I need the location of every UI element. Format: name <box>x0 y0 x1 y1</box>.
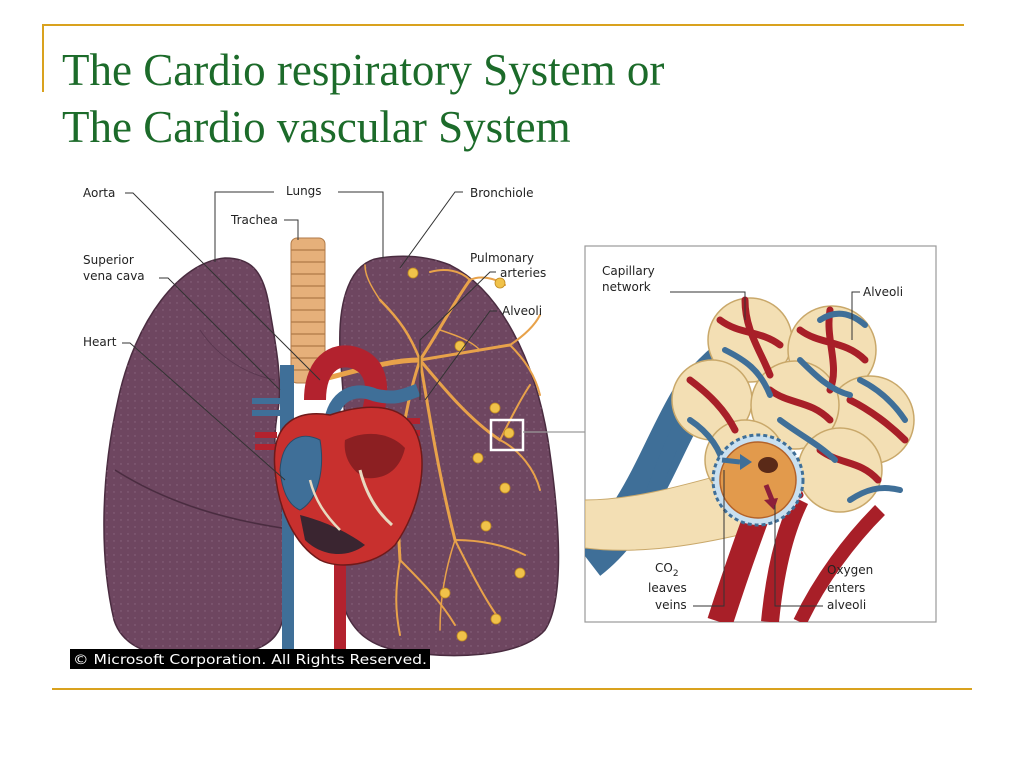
slide-title: The Cardio respiratory System or The Car… <box>62 42 664 156</box>
bottom-rule <box>52 688 972 690</box>
heart <box>273 406 423 566</box>
label-oxygen: Oxygen <box>827 563 873 577</box>
left-accent-rule <box>42 24 44 92</box>
label-superior-vena-cava-1: Superior <box>83 253 134 267</box>
label-co2-leaves: leaves <box>648 581 687 595</box>
label-co2-subscript: 2 <box>673 569 679 579</box>
copyright-text: © Microsoft Corporation. All Rights Rese… <box>73 653 427 668</box>
alveoli-clusters <box>407 267 526 642</box>
label-co2-main: CO <box>655 561 673 575</box>
label-oxygen-alveoli: alveoli <box>827 598 866 612</box>
label-capillary-network-2: network <box>602 280 651 294</box>
right-lung <box>334 255 560 657</box>
label-alveoli-inset: Alveoli <box>863 285 903 299</box>
slide-title-line-1: The Cardio respiratory System or <box>62 45 665 95</box>
label-co2-veins: veins <box>655 598 687 612</box>
label-alveoli-lung: Alveoli <box>502 304 542 318</box>
label-oxygen-enters: enters <box>827 581 865 595</box>
label-lungs: Lungs <box>286 184 322 198</box>
label-aorta: Aorta <box>83 186 115 200</box>
label-capillary-network-1: Capillary <box>602 264 655 278</box>
label-trachea: Trachea <box>230 213 278 227</box>
trachea <box>290 237 326 384</box>
labels: Aorta Lungs Trachea Bronchiole Superior … <box>83 184 903 612</box>
label-heart: Heart <box>83 335 117 349</box>
left-lung <box>103 257 286 659</box>
copyright-bar: © Microsoft Corporation. All Rights Rese… <box>70 649 430 669</box>
label-bronchiole: Bronchiole <box>470 186 533 200</box>
slide-title-line-2: The Cardio vascular System <box>62 102 571 152</box>
top-rule <box>42 24 964 26</box>
leader-lines <box>122 191 860 607</box>
label-superior-vena-cava-2: vena cava <box>83 269 145 283</box>
zoom-callout-box <box>489 418 525 452</box>
capillary-inset <box>584 245 937 623</box>
label-pulmonary-arteries-2: arteries <box>500 266 546 280</box>
label-co2: CO2 <box>655 561 679 579</box>
label-pulmonary-arteries-1: Pulmonary <box>470 251 534 265</box>
